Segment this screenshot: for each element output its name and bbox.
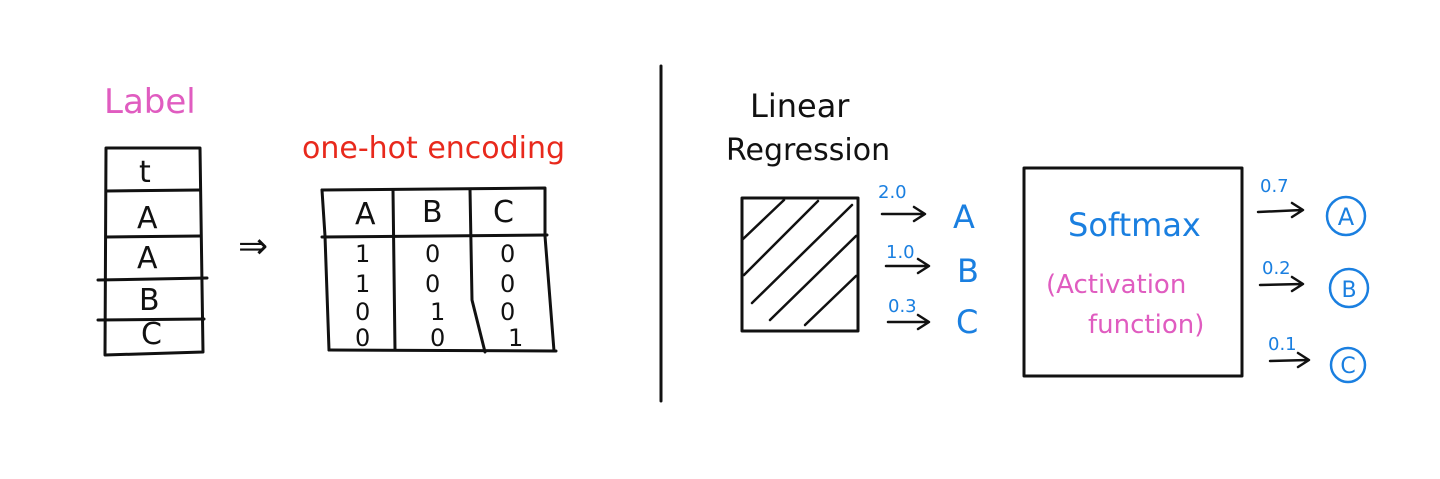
score-arrow-b — [884, 257, 931, 275]
model-title-line1: Linear — [750, 87, 850, 125]
activation-line2: function) — [1088, 310, 1204, 340]
cell-r0-a: 1 — [355, 240, 370, 268]
score-a-value: 2.0 — [878, 182, 907, 203]
score-c-class: C — [956, 303, 978, 341]
table-header-a: A — [355, 197, 376, 232]
score-arrow-c — [886, 313, 931, 331]
cell-r3-a: 0 — [355, 324, 370, 352]
score-b-value: 1.0 — [886, 242, 915, 263]
prob-c-circle — [1329, 346, 1367, 384]
prob-a-value: 0.7 — [1260, 176, 1289, 197]
cell-r0-b: 0 — [425, 240, 440, 268]
prob-c-value: 0.1 — [1268, 334, 1297, 355]
cell-r2-b: 1 — [430, 298, 445, 326]
prob-arrows — [1256, 201, 1311, 369]
score-b-class: B — [957, 252, 979, 290]
label-cell-3: B — [139, 283, 160, 318]
softmax-label: Softmax — [1068, 206, 1201, 244]
softmax-box — [1022, 166, 1244, 378]
label-cell-0: t — [139, 155, 151, 190]
prob-arrow-c — [1268, 351, 1311, 369]
prob-b-circle — [1328, 267, 1370, 309]
model-box — [740, 196, 860, 333]
cell-r3-b: 0 — [430, 324, 445, 352]
transform-arrow: ⇒ — [238, 226, 268, 267]
prob-c-class: C — [1340, 354, 1355, 379]
prob-b-value: 0.2 — [1262, 258, 1291, 279]
score-arrows — [880, 205, 931, 331]
label-column — [96, 146, 209, 357]
prob-a-class: A — [1338, 203, 1355, 231]
prob-arrow-b — [1258, 275, 1305, 293]
label-cell-4: C — [141, 317, 162, 352]
model-title-line2: Regression — [726, 133, 890, 168]
score-c-value: 0.3 — [888, 296, 917, 317]
prob-a-circle — [1325, 195, 1367, 237]
cell-r1-a: 1 — [355, 270, 370, 298]
cell-r1-c: 0 — [500, 270, 515, 298]
prob-class-circles — [1325, 195, 1370, 384]
cell-r2-c: 0 — [500, 298, 515, 326]
activation-line1: (Activation — [1046, 270, 1186, 300]
table-header-c: C — [493, 195, 514, 230]
label-cell-2: A — [137, 241, 158, 276]
label-cell-1: A — [137, 201, 158, 236]
prob-arrow-a — [1256, 201, 1305, 219]
cell-r3-c: 1 — [508, 324, 523, 352]
cell-r2-a: 0 — [355, 298, 370, 326]
table-header-b: B — [422, 195, 443, 230]
score-a-class: A — [953, 198, 975, 236]
label-title: Label — [104, 82, 196, 122]
cell-r0-c: 0 — [500, 240, 515, 268]
encoding-title: one-hot encoding — [302, 131, 565, 166]
prob-b-class: B — [1341, 278, 1356, 303]
cell-r1-b: 0 — [425, 270, 440, 298]
score-arrow-a — [880, 205, 927, 223]
one-hot-table — [320, 186, 558, 354]
table-cells: 1 0 0 1 0 0 0 1 0 0 0 1 — [355, 240, 523, 352]
